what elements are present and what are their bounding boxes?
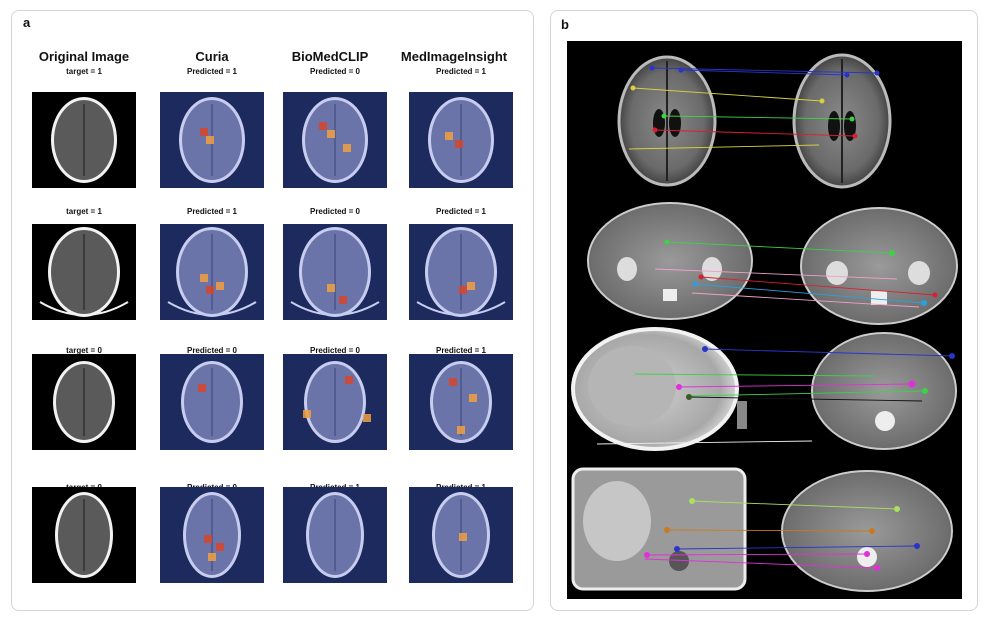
prediction-label-biomedclip-row3: Predicted = 0 (309, 346, 361, 355)
ct-scan-image-row2 (32, 224, 136, 320)
prediction-label-biomedclip-row2: Predicted = 0 (309, 207, 361, 216)
attention-heatmap-medimageinsight-row1 (409, 92, 513, 188)
ct-scan-image-row1 (32, 92, 136, 188)
prediction-label-original-row3: target = 0 (66, 346, 102, 355)
prediction-label-curia-row2: Predicted = 1 (186, 207, 238, 216)
panel-a: a Original Image Curia BioMedCLIP MedIma… (11, 10, 534, 611)
correspondence-figure (567, 41, 962, 599)
correspondence-svg (571, 53, 958, 592)
lower-abdomen-pair (571, 467, 953, 592)
column-header-biomedclip: BioMedCLIP (291, 49, 369, 64)
prediction-label-original-row1: target = 1 (66, 67, 102, 76)
attention-heatmap-biomedclip-row1 (283, 92, 387, 188)
attention-heatmap-biomedclip-row4 (283, 487, 387, 583)
ct-scan-image-row4 (32, 487, 136, 583)
prediction-label-curia-row1: Predicted = 1 (186, 67, 238, 76)
attention-heatmap-curia-row4 (160, 487, 264, 583)
prediction-label-medimageinsight-row3: Predicted = 1 (435, 346, 487, 355)
attention-heatmap-medimageinsight-row2 (409, 224, 513, 320)
panel-a-label: a (23, 15, 31, 30)
prediction-label-biomedclip-row1: Predicted = 0 (309, 67, 361, 76)
column-header-original: Original Image (38, 49, 130, 64)
match-points (630, 65, 955, 571)
liver-mri-ct-pair (571, 327, 957, 451)
attention-heatmap-medimageinsight-row4 (409, 487, 513, 583)
prediction-label-medimageinsight-row2: Predicted = 1 (435, 207, 487, 216)
abdomen-ct-pair (587, 202, 958, 325)
attention-heatmap-curia-row2 (160, 224, 264, 320)
attention-heatmap-medimageinsight-row3 (409, 354, 513, 450)
panel-b: b (550, 10, 978, 611)
attention-heatmap-biomedclip-row3 (283, 354, 387, 450)
prediction-label-original-row2: target = 1 (66, 207, 102, 216)
column-header-curia: Curia (195, 49, 229, 64)
ct-scan-image-row3 (32, 354, 136, 450)
panel-b-label: b (561, 17, 569, 32)
column-header-medimageinsight: MedImageInsight (400, 49, 508, 64)
match-lines (596, 67, 953, 569)
prediction-label-medimageinsight-row1: Predicted = 1 (435, 67, 487, 76)
attention-heatmap-curia-row1 (160, 92, 264, 188)
attention-heatmap-biomedclip-row2 (283, 224, 387, 320)
attention-heatmap-curia-row3 (160, 354, 264, 450)
prediction-label-curia-row3: Predicted = 0 (186, 346, 238, 355)
